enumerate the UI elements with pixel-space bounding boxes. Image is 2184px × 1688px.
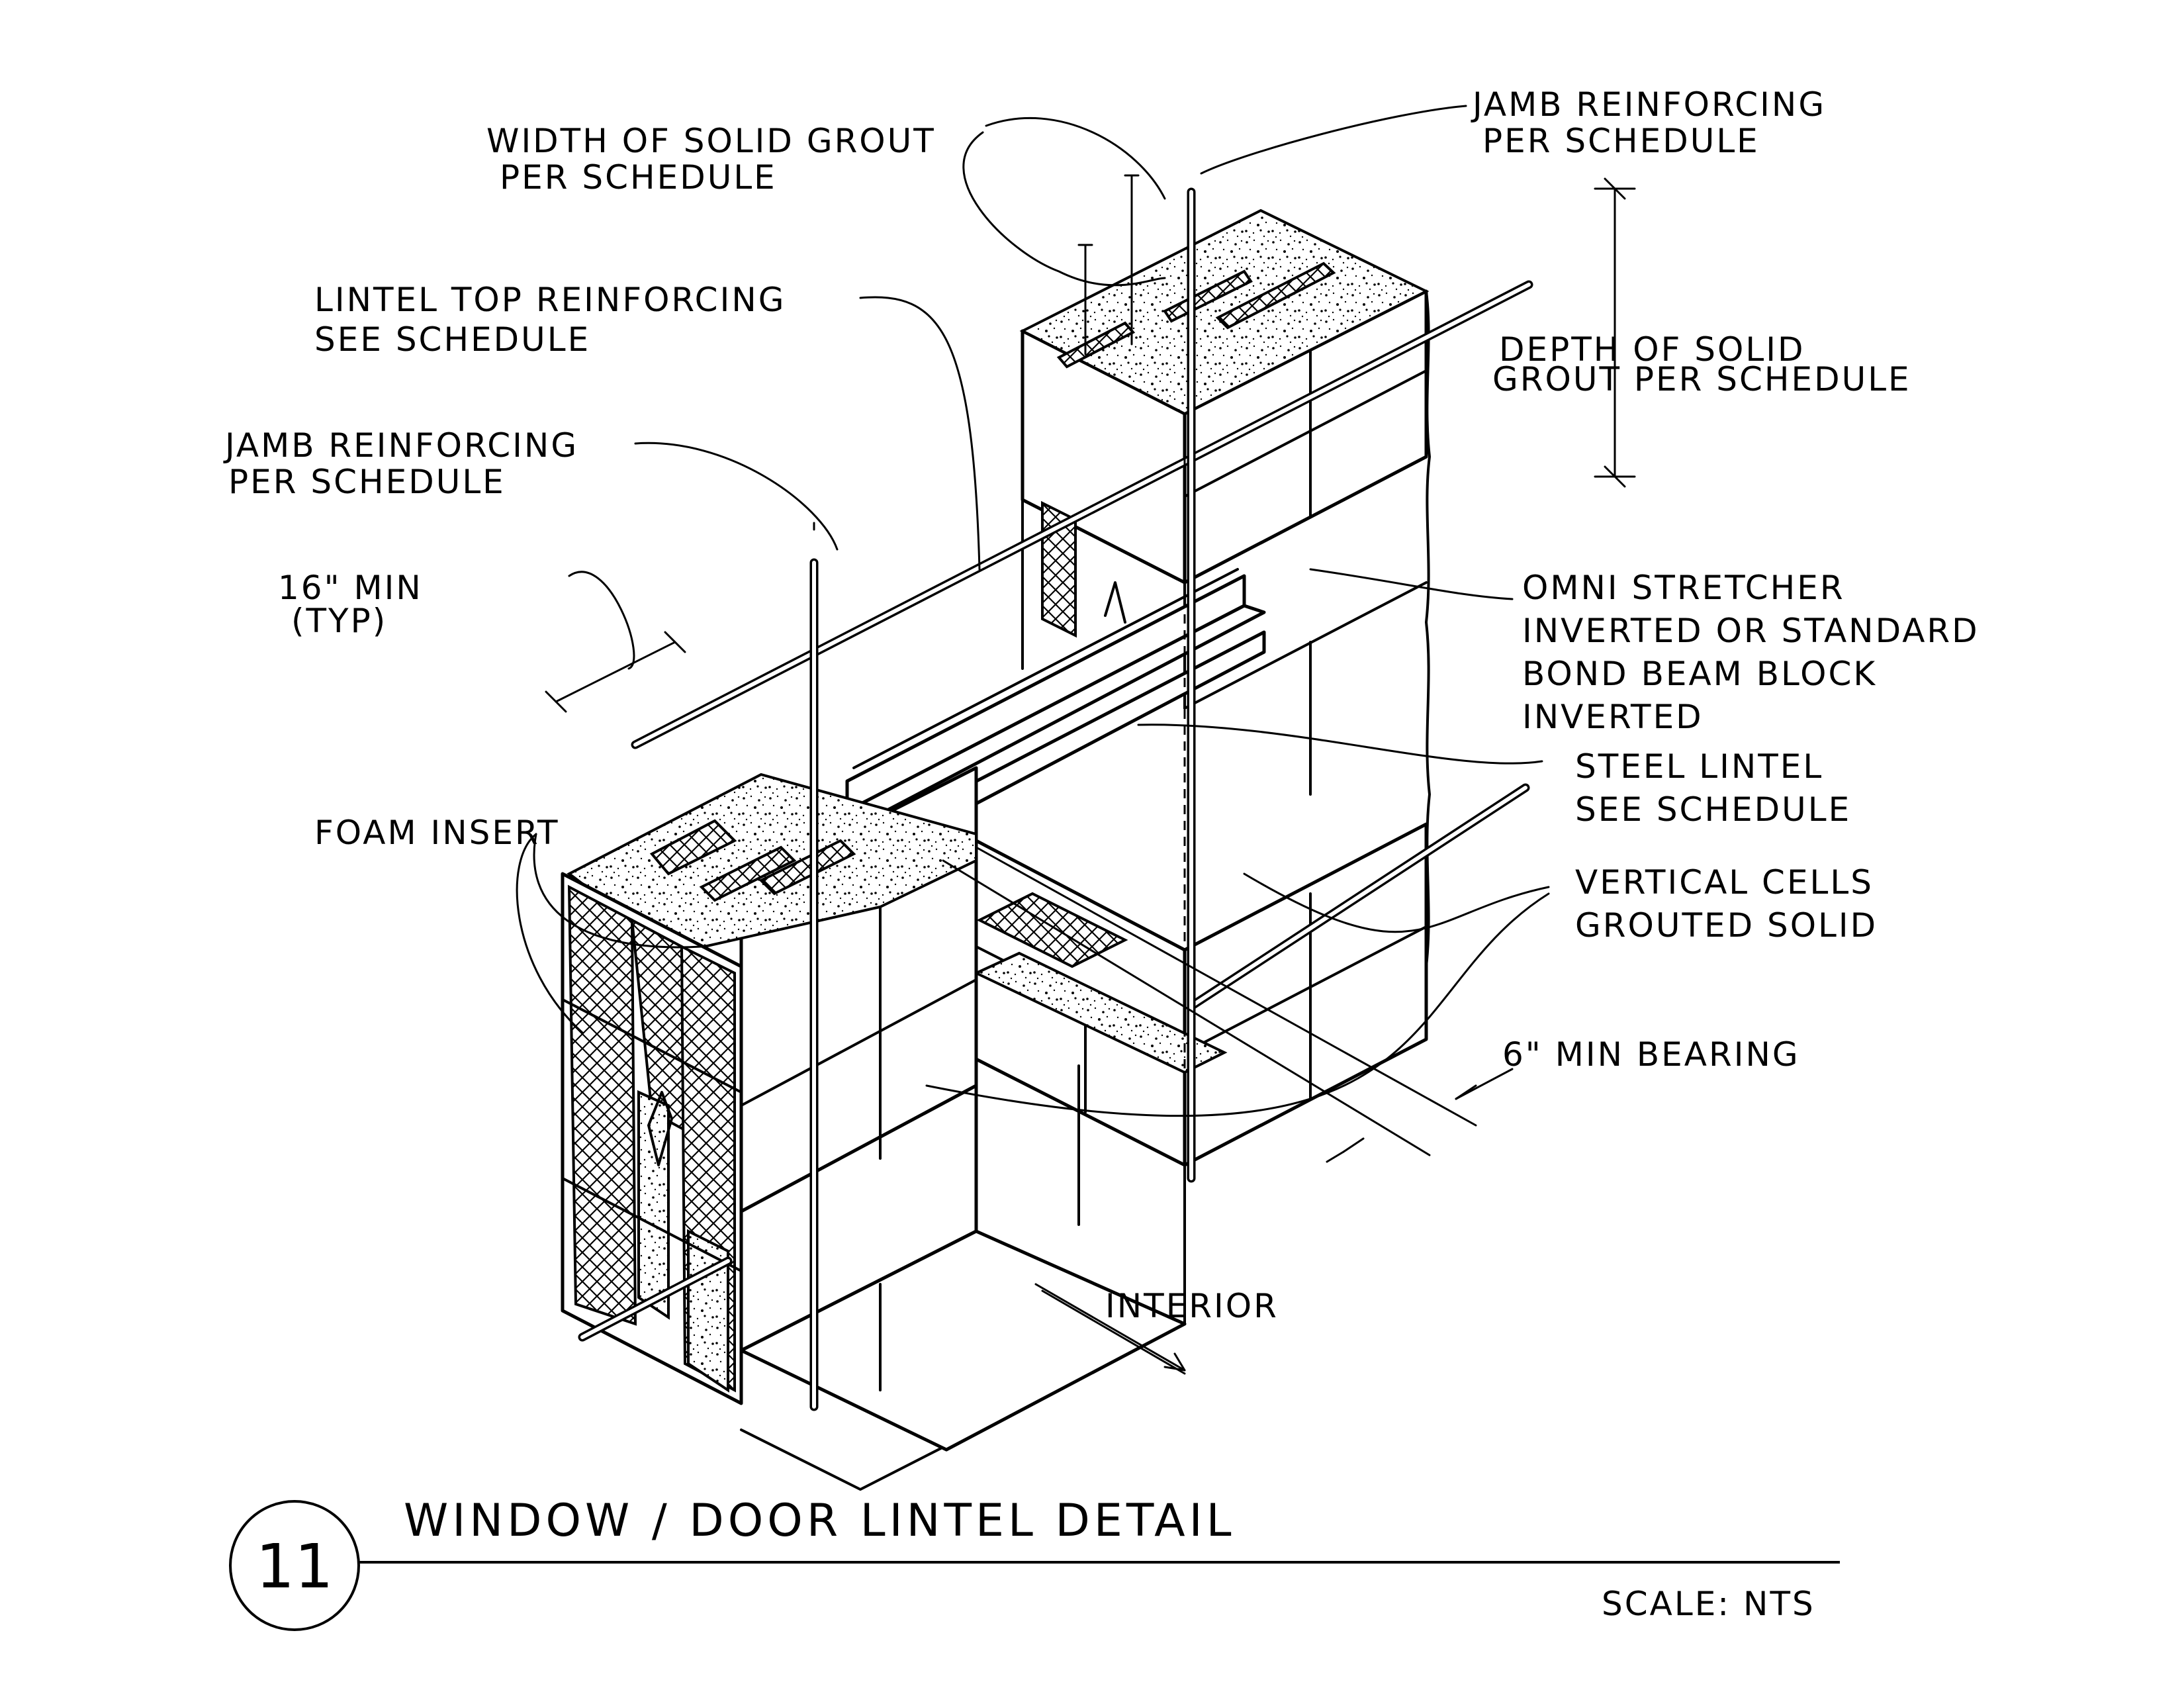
title-block: 11 WINDOW / DOOR LINTEL DETAIL SCALE: NT… bbox=[229, 1495, 1840, 1631]
dimension-marks bbox=[545, 174, 1636, 713]
width-of-grout-line-1: WIDTH OF SOLID GROUT bbox=[486, 122, 936, 160]
detail-number: 11 bbox=[255, 1531, 333, 1602]
masonry-assembly bbox=[561, 187, 1533, 1491]
jamb-reinf-top-line-2: PER SCHEDULE bbox=[1482, 122, 1760, 160]
label-jamb-reinf-left: JAMB REINFORCING PER SCHEDULE bbox=[223, 426, 578, 501]
scale-note: SCALE: NTS bbox=[1602, 1585, 1815, 1623]
omni-stretcher-line-2: INVERTED OR STANDARD bbox=[1522, 612, 1979, 650]
jamb-reinf-top-line-1: JAMB REINFORCING bbox=[1471, 85, 1826, 124]
width-of-grout-line-2: PER SCHEDULE bbox=[500, 158, 777, 197]
detail-number-circle bbox=[229, 1500, 360, 1631]
lintel-top-reinf-line-2: SEE SCHEDULE bbox=[314, 320, 590, 359]
omni-stretcher-line-3: BOND BEAM BLOCK bbox=[1522, 655, 1877, 693]
label-jamb-reinf-top: JAMB REINFORCING PER SCHEDULE bbox=[1471, 85, 1826, 160]
omni-stretcher-line-4: INVERTED bbox=[1522, 698, 1704, 736]
label-16-min: 16" MIN (TYP) bbox=[278, 569, 423, 640]
drawing-title: WINDOW / DOOR LINTEL DETAIL bbox=[404, 1495, 1236, 1547]
label-steel-lintel: STEEL LINTEL SEE SCHEDULE bbox=[1575, 747, 1851, 829]
min-bearing-label: 6" MIN BEARING bbox=[1502, 1035, 1800, 1074]
label-depth-of-grout: DEPTH OF SOLID GROUT PER SCHEDULE bbox=[1492, 330, 1911, 399]
jamb-foam-vertical bbox=[1041, 500, 1126, 638]
lower-right-wall bbox=[740, 822, 1428, 1491]
rebars bbox=[578, 187, 1533, 1411]
jamb-reinf-left-line-1: JAMB REINFORCING bbox=[223, 426, 578, 465]
min-16-line-1: 16" MIN bbox=[278, 569, 423, 607]
label-lintel-top-reinf: LINTEL TOP REINFORCING SEE SCHEDULE bbox=[314, 281, 786, 359]
depth-of-grout-line-1: DEPTH OF SOLID bbox=[1499, 330, 1805, 369]
steel-lintel-line-1: STEEL LINTEL bbox=[1575, 747, 1823, 786]
interior-arrow bbox=[1034, 1283, 1186, 1372]
omni-stretcher-line-1: OMNI STRETCHER bbox=[1522, 569, 1845, 607]
foam-insert-label: FOAM INSERT bbox=[314, 814, 560, 852]
label-omni-stretcher: OMNI STRETCHER INVERTED OR STANDARD BOND… bbox=[1522, 569, 1979, 736]
left-jamb bbox=[561, 766, 1187, 1452]
top-block-cores bbox=[1056, 261, 1336, 369]
interior-arrowhead bbox=[1163, 1352, 1186, 1372]
steel-lintel bbox=[845, 568, 1266, 853]
min-16-line-2: (TYP) bbox=[291, 602, 387, 640]
steel-lintel-line-2: SEE SCHEDULE bbox=[1575, 790, 1851, 829]
jamb-reinf-left-line-2: PER SCHEDULE bbox=[228, 463, 506, 501]
label-width-of-grout: WIDTH OF SOLID GROUT PER SCHEDULE bbox=[486, 122, 936, 197]
leaders bbox=[516, 105, 1550, 1375]
vertical-cells-line-1: VERTICAL CELLS bbox=[1575, 863, 1874, 902]
vertical-cells-line-2: GROUTED SOLID bbox=[1575, 906, 1878, 945]
label-vertical-cells: VERTICAL CELLS GROUTED SOLID bbox=[1575, 863, 1878, 945]
interior-label: INTERIOR bbox=[1105, 1287, 1279, 1325]
lintel-top-reinf-line-1: LINTEL TOP REINFORCING bbox=[314, 281, 786, 319]
depth-of-grout-line-2: GROUT PER SCHEDULE bbox=[1492, 360, 1911, 399]
